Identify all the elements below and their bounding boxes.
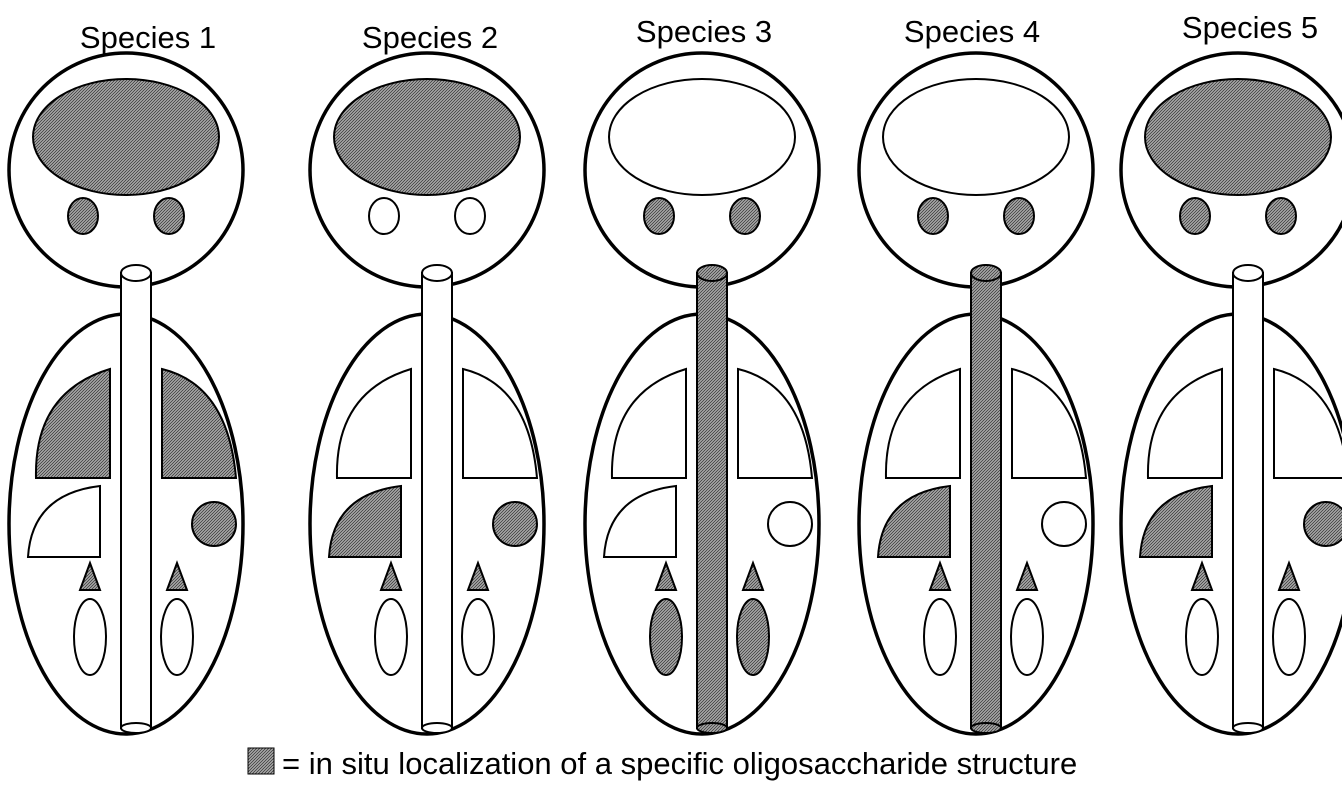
species-5-figure: Species 5 — [1121, 10, 1342, 734]
tube-bottom — [697, 723, 727, 733]
legend-text: = in situ localization of a specific oli… — [282, 746, 1077, 781]
side-circle — [1042, 502, 1086, 546]
oval-right — [737, 599, 769, 675]
oval-left — [74, 599, 106, 675]
central-tube — [121, 273, 151, 728]
tube-top — [1233, 265, 1263, 281]
species-label: Species 1 — [80, 20, 216, 55]
side-circle — [768, 502, 812, 546]
eye-right — [1004, 198, 1034, 234]
head-cap — [1145, 79, 1331, 195]
eye-left — [369, 198, 399, 234]
species-4-figure: Species 4 — [859, 14, 1093, 734]
species-label: Species 2 — [362, 20, 498, 55]
tube-bottom — [121, 723, 151, 733]
legend: = in situ localization of a specific oli… — [248, 746, 1077, 781]
species-label: Species 4 — [904, 14, 1040, 49]
central-tube — [697, 273, 727, 728]
species-3-figure: Species 3 — [585, 14, 819, 734]
oval-left — [375, 599, 407, 675]
eye-right — [154, 198, 184, 234]
head-cap — [33, 79, 219, 195]
oval-left — [1186, 599, 1218, 675]
central-tube — [1233, 273, 1263, 728]
species-2-figure: Species 2 — [310, 20, 544, 734]
eye-left — [918, 198, 948, 234]
oval-left — [650, 599, 682, 675]
oval-right — [1273, 599, 1305, 675]
species-label: Species 3 — [636, 14, 772, 49]
tube-top — [971, 265, 1001, 281]
tube-top — [422, 265, 452, 281]
head-cap — [334, 79, 520, 195]
side-circle — [493, 502, 537, 546]
tube-bottom — [971, 723, 1001, 733]
central-tube — [971, 273, 1001, 728]
head-cap — [883, 79, 1069, 195]
head-cap — [609, 79, 795, 195]
side-circle — [1304, 502, 1342, 546]
eye-left — [68, 198, 98, 234]
central-tube — [422, 273, 452, 728]
eye-right — [455, 198, 485, 234]
upper-lobe-right — [1274, 369, 1342, 478]
eye-right — [730, 198, 760, 234]
oval-right — [462, 599, 494, 675]
side-circle — [192, 502, 236, 546]
oval-left — [924, 599, 956, 675]
legend-swatch — [248, 748, 274, 774]
tube-top — [697, 265, 727, 281]
eye-left — [644, 198, 674, 234]
eye-left — [1180, 198, 1210, 234]
oval-right — [161, 599, 193, 675]
species-label: Species 5 — [1182, 10, 1318, 45]
eye-right — [1266, 198, 1296, 234]
tube-top — [121, 265, 151, 281]
tube-bottom — [422, 723, 452, 733]
species-1-figure: Species 1 — [9, 20, 243, 734]
oval-right — [1011, 599, 1043, 675]
tube-bottom — [1233, 723, 1263, 733]
